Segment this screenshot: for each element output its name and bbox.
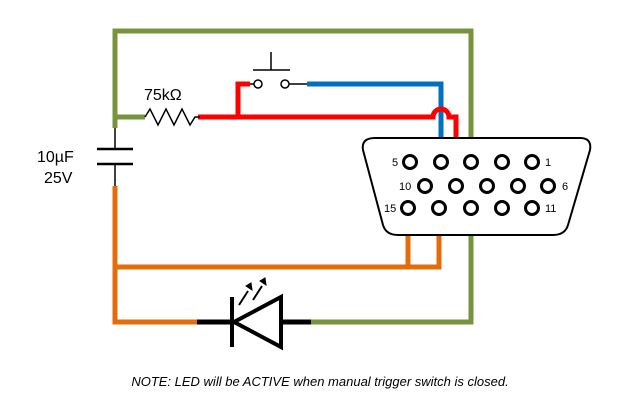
connector-pin: [540, 178, 556, 194]
pin-label-10: 10: [399, 181, 411, 193]
connector-pin: [510, 178, 526, 194]
capacitor: 10µF 25V: [37, 128, 133, 187]
connector-shell: [361, 137, 592, 236]
connector-pin: [402, 154, 418, 170]
green-wire-led-return: [311, 208, 474, 325]
pin-label-11: 11: [545, 203, 556, 215]
connector-pin: [433, 154, 449, 170]
pin-label-6: 6: [562, 181, 568, 193]
connector-pins-row-2: [417, 178, 556, 194]
resistor: 75kΩ: [144, 87, 200, 127]
connector-pin: [400, 200, 416, 216]
switch-contact-right: [280, 79, 290, 89]
capacitor-capacitance-label: 10µF: [37, 149, 74, 166]
led-icon: [197, 277, 311, 351]
connector-pin: [463, 200, 479, 216]
pin-label-1: 1: [545, 157, 551, 169]
blue-wire-switch: [307, 81, 444, 157]
green-wires: [112, 28, 474, 325]
led-light-arrows-icon: [238, 277, 267, 306]
resistor-value-label: 75kΩ: [144, 87, 182, 104]
capacitor-voltage-label: 25V: [44, 170, 73, 187]
connector-pin: [524, 154, 540, 170]
connector-pin: [494, 200, 510, 216]
connector-pin: [524, 200, 540, 216]
vga-connector-icon: 5 1 10 6 15 11: [361, 137, 592, 236]
pin-label-15: 15: [384, 203, 396, 215]
diagram-note: NOTE: LED will be ACTIVE when manual tri…: [131, 374, 508, 389]
red-wire-resistor-switch: [198, 106, 459, 180]
connector-pin: [479, 178, 495, 194]
green-wire-top-loop: [112, 28, 474, 162]
connector-pin: [448, 178, 464, 194]
connector-pins-row-1: [402, 154, 540, 170]
connector-pin: [463, 154, 479, 170]
connector-pin: [431, 200, 447, 216]
led-anode-triangle: [229, 293, 283, 351]
connector-pin: [417, 178, 433, 194]
switch-contact-left: [253, 79, 263, 89]
red-wire-switch-lead: [235, 81, 250, 117]
push-button-switch-icon: [250, 52, 307, 89]
connector-pins-row-3: [400, 200, 540, 216]
connector-pin: [494, 154, 510, 170]
pin-label-5: 5: [392, 157, 398, 169]
resistor-zigzag-icon: [144, 107, 200, 127]
orange-wire-capacitor-to-led: [112, 186, 197, 325]
